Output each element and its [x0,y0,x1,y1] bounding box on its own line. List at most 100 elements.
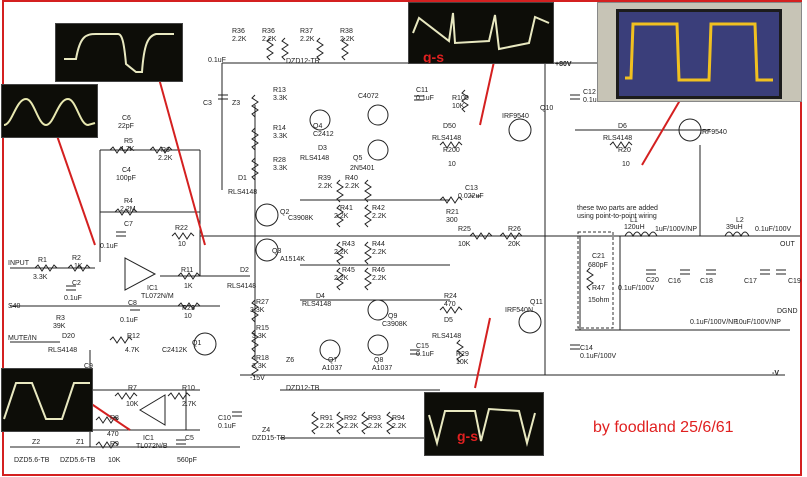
lbl-z3: Z3 [232,100,240,107]
lbl-q12: IRF9540 [700,129,727,136]
lbl-d1v: RLS4148 [228,189,257,196]
lbl-d50v: RLS4148 [432,135,461,142]
lbl-r93: R93 [368,415,381,422]
lbl-r11v: 1K [184,283,193,290]
zobel-box [577,231,614,329]
lbl-d20: D20 [62,333,75,340]
lbl-r200v: 10 [448,161,456,168]
lbl-d6: D6 [618,123,627,130]
lbl-r11: R11 [181,267,193,274]
lbl-c17: C17 [744,278,757,285]
lbl-r26v: 20K [508,241,521,248]
lbl-c19: C19 [788,278,801,285]
lbl-l2: L2 [736,217,744,224]
lbl-r14v: 3.3K [273,133,288,140]
lbl-r13: R13 [273,87,286,94]
lbl-r40: R40 [345,175,358,182]
lbl-c2v: 0.1uF [64,295,82,302]
lbl-r18v: 3.3K [252,363,267,370]
lbl-d6v: RLS4148 [603,135,632,142]
scope-left [1,84,98,138]
lbl-c9: C9 [84,363,93,370]
lbl-c20v: 0.1uF/100V [618,285,655,292]
lbl-r41: R41 [340,205,353,212]
lbl-dz2: DZD12-TB [286,385,320,392]
lbl-r9v: 10K [108,457,121,464]
lbl-r37: R37 [300,28,313,35]
lbl-r91v: 2.2K [320,423,335,430]
lbl-r36v: 2.2K [232,36,247,43]
rail-neg-label: -V [772,370,779,377]
lbl-r42v: 2.2K [372,213,387,220]
lbl-c14v: 0.1uF/100V [580,353,617,360]
scope-trace [3,382,90,420]
scope-trace [64,33,174,73]
lbl-c15: C15 [416,343,429,350]
lbl-q1v: C2412K [162,347,188,354]
lbl-z4: Z4 [262,427,270,434]
lbl-r40v: 2.2K [345,183,360,190]
lbl-r2v: 1K [74,263,83,270]
lbl-ic1bv: TL072N/B [136,443,168,450]
lbl-r8: R8 [110,415,119,422]
lbl-q1: Q1 [192,340,201,347]
lbl-r45: R45 [342,267,355,274]
lbl-c7v: 0.1uF [100,243,118,250]
lbl-l2v: 39uH [726,224,743,231]
lbl-r3: R3 [56,315,65,322]
lbl-r23v: 10 [184,313,192,320]
lbl-q4v: C2412 [313,131,334,138]
lbl-r7: R7 [128,385,137,392]
lbl-q8: Q8 [374,357,383,364]
lbl-r5v: 4.7K [120,146,135,153]
lbl-r28v: 3.3K [273,165,288,172]
lbl-q5v: 2N5401 [350,165,375,172]
rail-pos-label: +80V [555,61,572,68]
lbl-d5: D5 [444,317,453,324]
scope-trace [3,97,96,127]
opamp-symbols [124,257,166,426]
lbl-r91: R91 [320,415,333,422]
lbl-r47: R47 [592,285,605,292]
lbl-r20: R20 [618,147,631,154]
scope-top-center: g-s [408,2,554,64]
lbl-r28: R28 [273,157,286,164]
lbl-r21v: 300 [446,217,458,224]
lbl-r25: R25 [458,226,471,233]
lbl-c12v: 0.1u [583,97,597,104]
lbl-q8v: A1037 [372,365,392,372]
lbl-c8v: 0.1uF [120,317,138,324]
lbl-r29v: 10K [456,359,469,366]
lbl-ic1v: TL072N/M [141,293,174,300]
lbl-r27v: 3.3K [250,307,265,314]
lbl-d3: D3 [318,145,327,152]
lbl-cap2: 0.1uF/100V [755,226,792,233]
lbl-r3v: 39K [53,323,66,330]
lbl-l1v: 120uH [624,224,645,231]
monitor-screen [616,9,782,99]
lbl-r24v: 470 [444,301,456,308]
lbl-q2v: C3908K [288,215,314,222]
lbl-l1: L1 [630,217,638,224]
scope-trace [625,22,773,82]
lbl-c6: C6 [122,115,131,122]
lbl-r13v: 3.3K [273,95,288,102]
lbl-r45v: 2.2K [334,275,349,282]
pointer-lines [54,47,687,431]
lbl-r7v: 10K [126,401,139,408]
lbl-c2: C2 [72,280,81,287]
lbl-r100v: 10K [452,103,465,110]
lbl-r6v: 2.2K [158,155,173,162]
lbl-r43v: 2.2K [334,249,349,256]
lbl-c10: C10 [218,415,231,422]
transistor-symbols [193,104,702,361]
lbl-r100: R100 [452,95,469,102]
lbl-q4: Q4 [313,123,322,130]
lbl-r47v: 15ohm [588,297,610,304]
lbl-r44: R44 [372,241,385,248]
out-label: OUT [780,241,796,248]
lbl-r38: R38 [340,28,353,35]
lbl-r46: R46 [372,267,385,274]
lbl-d2v: RLS4148 [227,283,256,290]
